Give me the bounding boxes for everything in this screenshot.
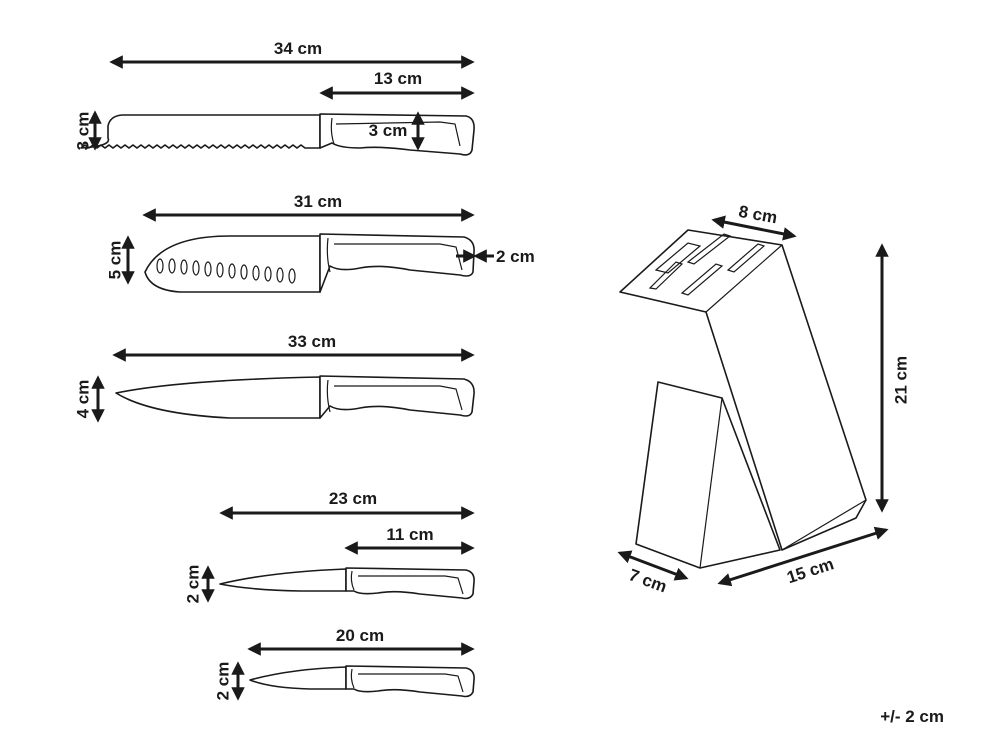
dim-label-total-length: 23 cm [329,489,377,508]
dim-label-blade-height: 4 cm [73,380,92,419]
bread-knife: 34 cm 13 cm 3 cm 3 cm [73,39,475,156]
knife-block: 8 cm 21 cm 7 cm 15 cm [617,202,910,596]
blade [80,114,321,149]
santoku-knife: 31 cm 5 cm 2 cm [105,192,535,293]
dim-label-total-length: 31 cm [294,192,342,211]
handle [345,665,475,698]
handle [319,113,475,156]
handle [345,567,475,600]
dim-label-handle-length: 13 cm [374,69,422,88]
blade [249,666,347,690]
dim-label-blade-height: 2 cm [183,565,202,604]
dim-label-top-width: 8 cm [737,202,778,227]
blade [219,568,347,592]
dim-arrow-length [717,526,889,587]
dim-label-handle-thickness: 2 cm [496,247,535,266]
dim-arrow-depth [617,550,689,581]
blade [115,376,321,419]
utility-knife: 23 cm 11 cm 2 cm [183,489,475,604]
dim-label-blade-height: 2 cm [213,662,232,701]
handle [319,233,475,293]
handle [319,375,475,419]
dim-label-total-length: 20 cm [336,626,384,645]
dim-label-total-length: 33 cm [288,332,336,351]
tolerance-note: +/- 2 cm [880,707,944,726]
block-body [619,229,867,551]
dim-label-blade-height: 3 cm [73,112,92,151]
dim-label-handle-height: 3 cm [369,121,408,140]
dim-label-handle-length: 11 cm [386,525,433,544]
dim-label-blade-height: 5 cm [105,241,124,280]
granton-dimples [156,258,296,284]
dim-label-total-length: 34 cm [274,39,322,58]
chef-knife: 33 cm 4 cm [73,332,475,423]
dim-arrow-top-width [711,215,797,241]
dim-label-height: 21 cm [891,356,910,404]
paring-knife: 20 cm 2 cm [213,626,475,701]
